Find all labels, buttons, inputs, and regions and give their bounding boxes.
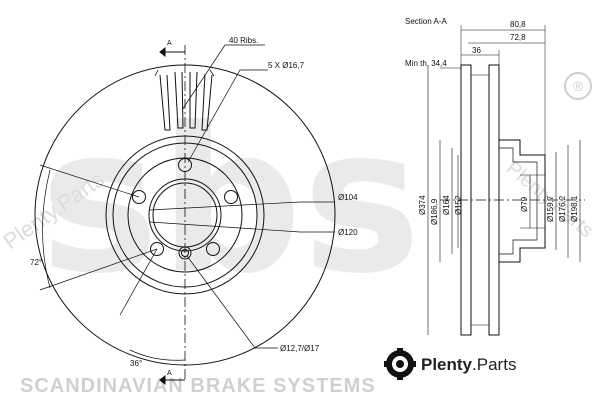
- dia104-leader: [149, 201, 335, 211]
- ribs-label: 40 Ribs.: [229, 36, 258, 45]
- section-view: [427, 25, 585, 336]
- boltholes-leader: [187, 69, 268, 163]
- angle-leader-1: [39, 164, 140, 198]
- section-label-bottom: A: [167, 370, 172, 377]
- bolt-hole: [150, 242, 164, 256]
- ribs-leader: [181, 44, 265, 111]
- dia-120-label: Ø120: [338, 228, 358, 237]
- min-thickness-label: Min th. 34,4: [405, 59, 447, 68]
- plentyparts-logo: Plenty.Parts: [384, 348, 516, 380]
- registered-mark: ®: [573, 78, 584, 94]
- holedia-leader: [186, 255, 278, 349]
- dia-374-label: Ø374: [418, 195, 427, 215]
- bolt-hole: [224, 190, 238, 204]
- cooling-ribs: [154, 69, 215, 131]
- dia-198-1-label: Ø198,1: [570, 195, 579, 222]
- dia-79-label: Ø79: [520, 196, 529, 212]
- dia-164-label: Ø164: [442, 195, 451, 215]
- bolt-hole: [132, 190, 146, 204]
- dia-176-2-label: Ø176,2: [558, 195, 567, 222]
- hat-profile: [499, 139, 546, 263]
- angle-leader-3: [119, 248, 158, 316]
- plenty-text: Plenty.Parts: [421, 355, 516, 374]
- angle-arc-36: [129, 349, 186, 361]
- angle-leader-2: [39, 248, 158, 291]
- dia120-leader: [149, 221, 335, 233]
- section-label-top: A: [167, 40, 172, 47]
- brand-line: SCANDINAVIAN BRAKE SYSTEMS: [20, 375, 376, 397]
- sbs-watermark-logo: sbs: [40, 85, 421, 318]
- bolt-holes: [132, 158, 238, 260]
- angle-36-label: 36°: [130, 359, 142, 368]
- width-728-label: 72,8: [510, 33, 526, 42]
- section-title: Section A-A: [405, 17, 447, 26]
- width-total-label: 80,8: [510, 20, 526, 29]
- front-view: [34, 44, 336, 386]
- hole-dia-label: Ø12,7/Ø17: [280, 344, 320, 353]
- dia-186-9-label: Ø186,9: [430, 198, 439, 225]
- dia-104-label: Ø104: [338, 193, 358, 202]
- section-arrowhead-bottom: [159, 374, 166, 386]
- width-36-label: 36: [472, 46, 481, 55]
- dia-159-7-label: Ø159,7: [546, 195, 555, 222]
- hat-inner-profile: [499, 147, 538, 255]
- angle-arc-72: [42, 169, 51, 289]
- registered-mark-circle: [564, 72, 592, 100]
- bolt-hole: [206, 242, 220, 256]
- angle-72-label: 72°: [30, 258, 42, 267]
- bolt-holes-label: 5 X Ø16,7: [268, 61, 305, 70]
- dia-152-label: Ø152: [454, 195, 463, 215]
- section-arrowhead-top: [159, 46, 166, 58]
